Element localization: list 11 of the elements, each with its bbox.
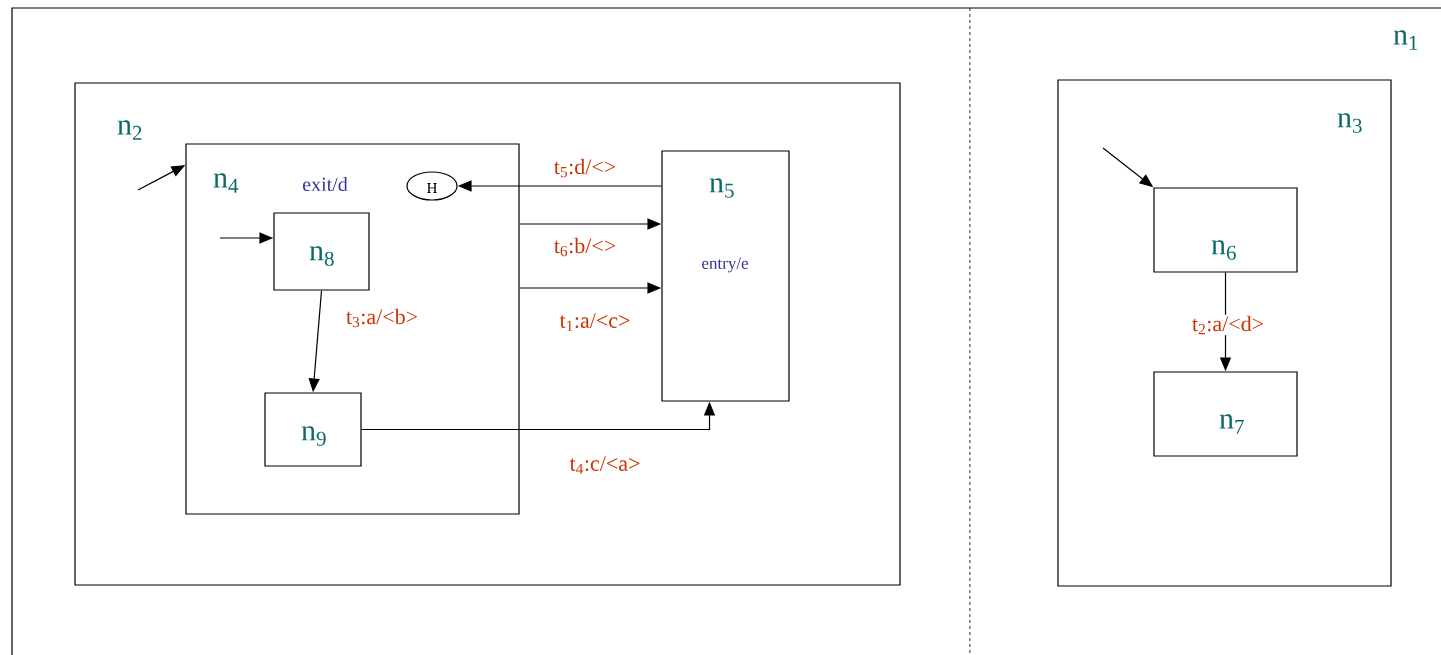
state-box: n$_{8}$ — [273, 212, 370, 291]
edge-label: t$_{5}$:d/<> — [552, 157, 618, 179]
state-box: n$_{9}$ — [264, 392, 362, 467]
edge-label: t$_{4}$:c/<a> — [568, 455, 642, 475]
state-box: n$_{6}$ — [1153, 187, 1298, 273]
edge-label: t$_{2}$:a/<d> — [1190, 314, 1266, 336]
edge-label: t$_{3}$:a/<b> — [344, 307, 420, 329]
edge-label: t$_{6}$:b/<> — [552, 236, 618, 258]
state-box: n$_{5}$ entry/e — [661, 150, 790, 402]
edge-label: t$_{1}$:a/<c> — [558, 312, 632, 332]
state-box: n$_{7}$ — [1153, 371, 1298, 457]
